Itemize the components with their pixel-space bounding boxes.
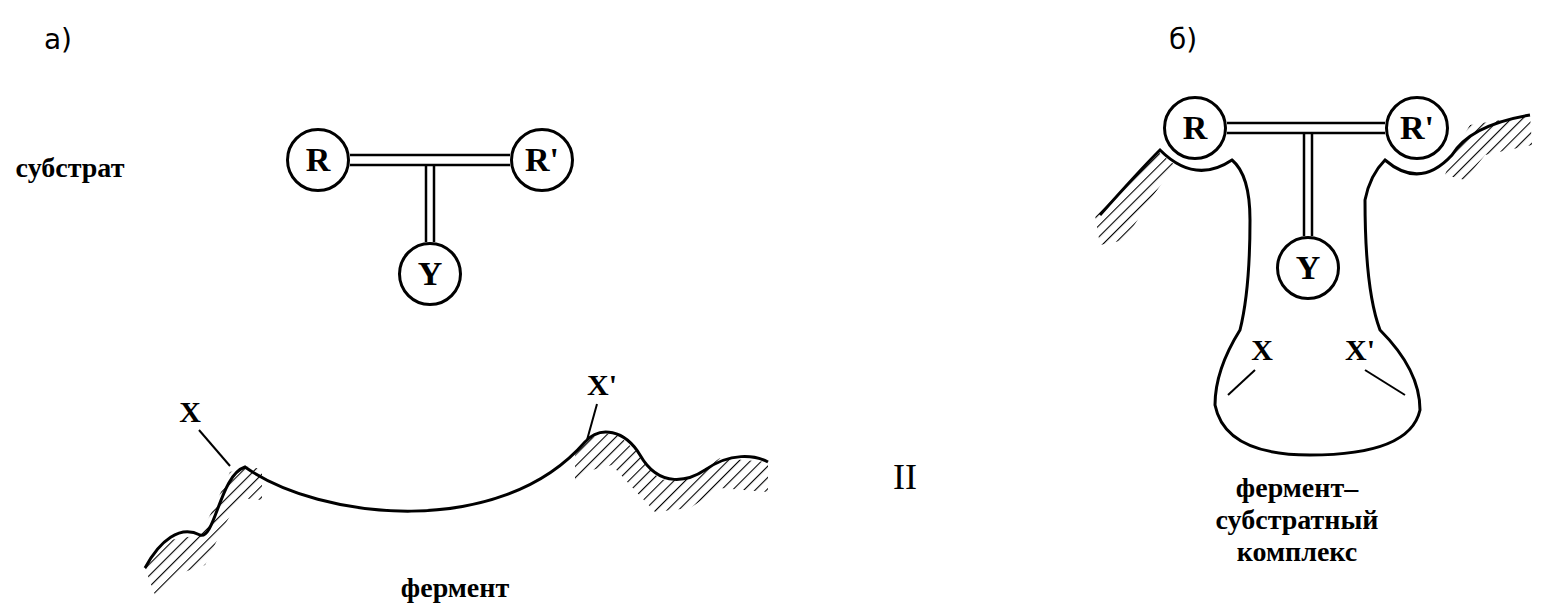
atom-circle: R' [1385, 96, 1449, 160]
part-label: фермент– субстратный комплекс [1216, 472, 1379, 569]
enzyme-pocket [1100, 115, 1530, 455]
bond [1311, 133, 1314, 236]
double-bond [1227, 123, 1385, 133]
atom-symbol: R [1183, 111, 1208, 145]
bond [425, 165, 428, 242]
bond-line [1227, 132, 1385, 135]
bond-line [350, 164, 510, 167]
atom-circle: Y [1276, 236, 1340, 300]
leader-line [1365, 370, 1405, 395]
site-label: X [179, 395, 201, 430]
site-label: X' [1345, 333, 1375, 368]
atom-symbol: Y [418, 257, 443, 291]
hatching [575, 432, 768, 512]
atom-circle: Y [398, 242, 462, 306]
leader-line [1228, 370, 1255, 395]
site-label: X [1251, 333, 1273, 368]
bond-line [350, 154, 510, 157]
double-bond [350, 155, 510, 165]
atom-symbol: Y [1296, 251, 1321, 285]
leader-line [587, 404, 597, 440]
part-label: фермент [401, 572, 509, 604]
atom-circle: R' [510, 128, 574, 192]
bond [1303, 133, 1306, 236]
bond-line [1227, 122, 1385, 125]
atom-symbol: R' [1400, 111, 1434, 145]
panel-label: б) [1169, 24, 1197, 56]
stage-number: II [893, 457, 917, 498]
atom-symbol: R' [525, 143, 559, 177]
atom-circle: R [286, 128, 350, 192]
panel-label: а) [44, 24, 72, 56]
atom-circle: R [1163, 96, 1227, 160]
hatching [1095, 152, 1175, 245]
leader-line [199, 430, 230, 466]
hatching [145, 466, 262, 595]
enzyme-surface [145, 432, 768, 568]
site-label: X' [587, 368, 617, 403]
atom-symbol: R [306, 143, 331, 177]
part-label: субстрат [16, 152, 125, 184]
bond [433, 165, 436, 242]
